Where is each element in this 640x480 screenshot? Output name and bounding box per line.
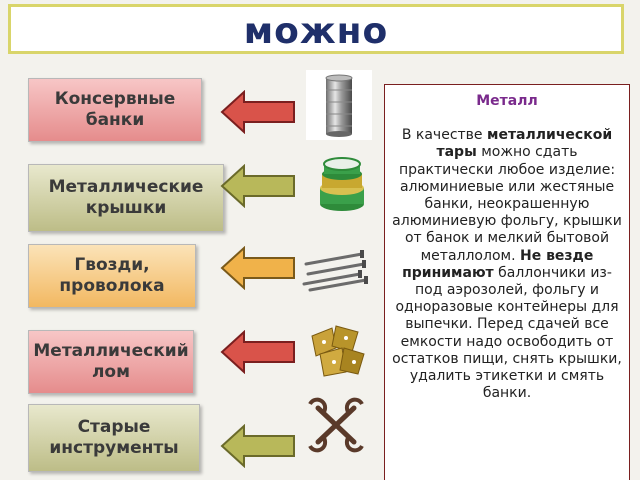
category-label-line1: Консервные [54,89,176,109]
arrow-left-icon [220,90,295,134]
category-label-line1: Металлический [33,341,189,361]
tin-can-icon [306,70,372,140]
info-text-bold: Не везде принимают [402,247,594,281]
title-banner: можно [8,4,624,54]
arrow-left-icon [220,246,295,290]
category-label-line1: Гвозди, [74,255,150,275]
info-heading: Металл [476,93,538,109]
metal-info-panel: Металл В качестве металлической тары мож… [384,84,630,480]
info-text-bold: металлической тары [436,127,613,161]
arrow-left-icon [220,164,295,208]
arrow-left-icon [220,424,295,468]
nails-icon [302,250,368,292]
jar-lids-icon [320,157,364,211]
arrow-left-icon [220,330,295,374]
category-label-line2: лом [91,362,130,382]
info-text-part: можно сдать практически любое изделие: а… [392,144,622,264]
category-nails: Гвозди,проволока [28,244,196,308]
category-label-line2: инструменты [49,438,179,458]
info-text-part: баллончики из-под аэрозолей, фольгу и од… [392,264,622,402]
metal-scrap-icon [311,325,365,377]
category-label-line2: проволока [59,276,165,296]
category-label-line1: Старые [77,417,151,437]
wrenches-icon [308,397,364,453]
category-label-line2: крышки [85,198,167,218]
category-label-line1: Металлические [48,177,204,197]
info-text-part: В качестве [401,127,487,144]
page-title: можно [243,10,389,52]
category-label-line2: банки [85,110,145,130]
info-text: В качестве металлической тары можно сдат… [391,127,623,402]
